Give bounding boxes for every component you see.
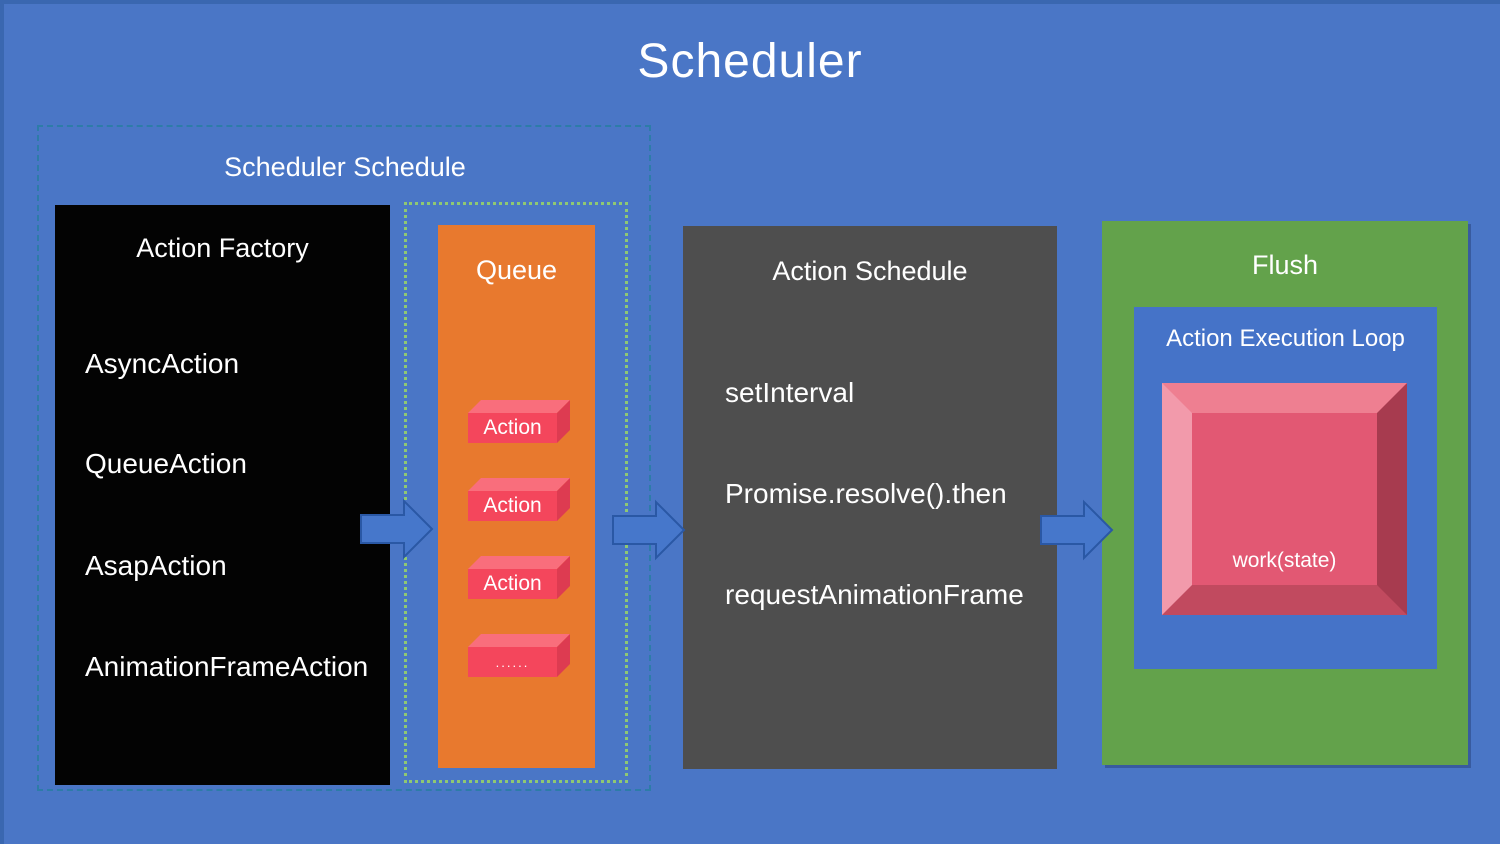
action-block-top-face <box>468 556 570 569</box>
action-block-side-face <box>557 556 570 599</box>
page-title: Scheduler <box>637 35 863 88</box>
flush-box: Flush Action Execution Loop work(state) <box>1102 221 1468 765</box>
action-block-top-face <box>468 478 570 491</box>
action-block-side-face <box>557 478 570 521</box>
queue-action-block: Action <box>468 556 570 600</box>
arrow-queue-to-schedule-icon <box>612 499 686 561</box>
schedule-item-request-animation-frame: requestAnimationFrame <box>725 579 1024 610</box>
action-factory-title: Action Factory <box>136 233 309 263</box>
action-block-label: Action <box>468 491 557 521</box>
factory-item-async-action: AsyncAction <box>85 348 240 379</box>
factory-item-animation-frame-action: AnimationFrameAction <box>85 651 369 682</box>
arrow-factory-to-queue-icon <box>360 498 434 560</box>
action-block-side-face <box>557 400 570 443</box>
action-block-side-face <box>557 634 570 677</box>
action-block-top-face <box>468 634 570 647</box>
schedule-item-promise-resolve-then: Promise.resolve().then <box>725 478 1007 509</box>
queue-group <box>404 202 628 783</box>
scheduler-schedule-group <box>37 125 651 791</box>
queue-more-block: ...... <box>468 634 570 678</box>
slide-left-edge <box>0 0 4 844</box>
slide-top-edge <box>0 0 1500 4</box>
action-execution-loop-title: Action Execution Loop <box>1166 325 1405 352</box>
arrow-schedule-to-flush-icon <box>1040 499 1114 561</box>
scheduler-schedule-label: Scheduler Schedule <box>224 152 466 182</box>
action-block-label: Action <box>468 569 557 599</box>
action-schedule-title: Action Schedule <box>772 256 968 286</box>
work-state-box: work(state) <box>1162 383 1407 615</box>
queue-action-block: Action <box>468 400 570 444</box>
schedule-item-set-interval: setInterval <box>725 377 855 408</box>
action-schedule-box: Action Schedule setInterval Promise.reso… <box>683 226 1057 769</box>
flush-title: Flush <box>1251 250 1319 280</box>
action-block-label: Action <box>468 413 557 443</box>
action-factory-box: Action Factory AsyncAction QueueAction A… <box>55 205 390 785</box>
factory-item-asap-action: AsapAction <box>85 550 227 581</box>
work-state-label: work(state) <box>1232 549 1337 572</box>
queue-action-block: Action <box>468 478 570 522</box>
queue-more-label: ...... <box>468 647 557 677</box>
factory-item-queue-action: QueueAction <box>85 448 247 479</box>
action-block-top-face <box>468 400 570 413</box>
queue-title: Queue <box>475 255 558 285</box>
action-execution-loop-box: Action Execution Loop work(state) <box>1134 307 1437 669</box>
